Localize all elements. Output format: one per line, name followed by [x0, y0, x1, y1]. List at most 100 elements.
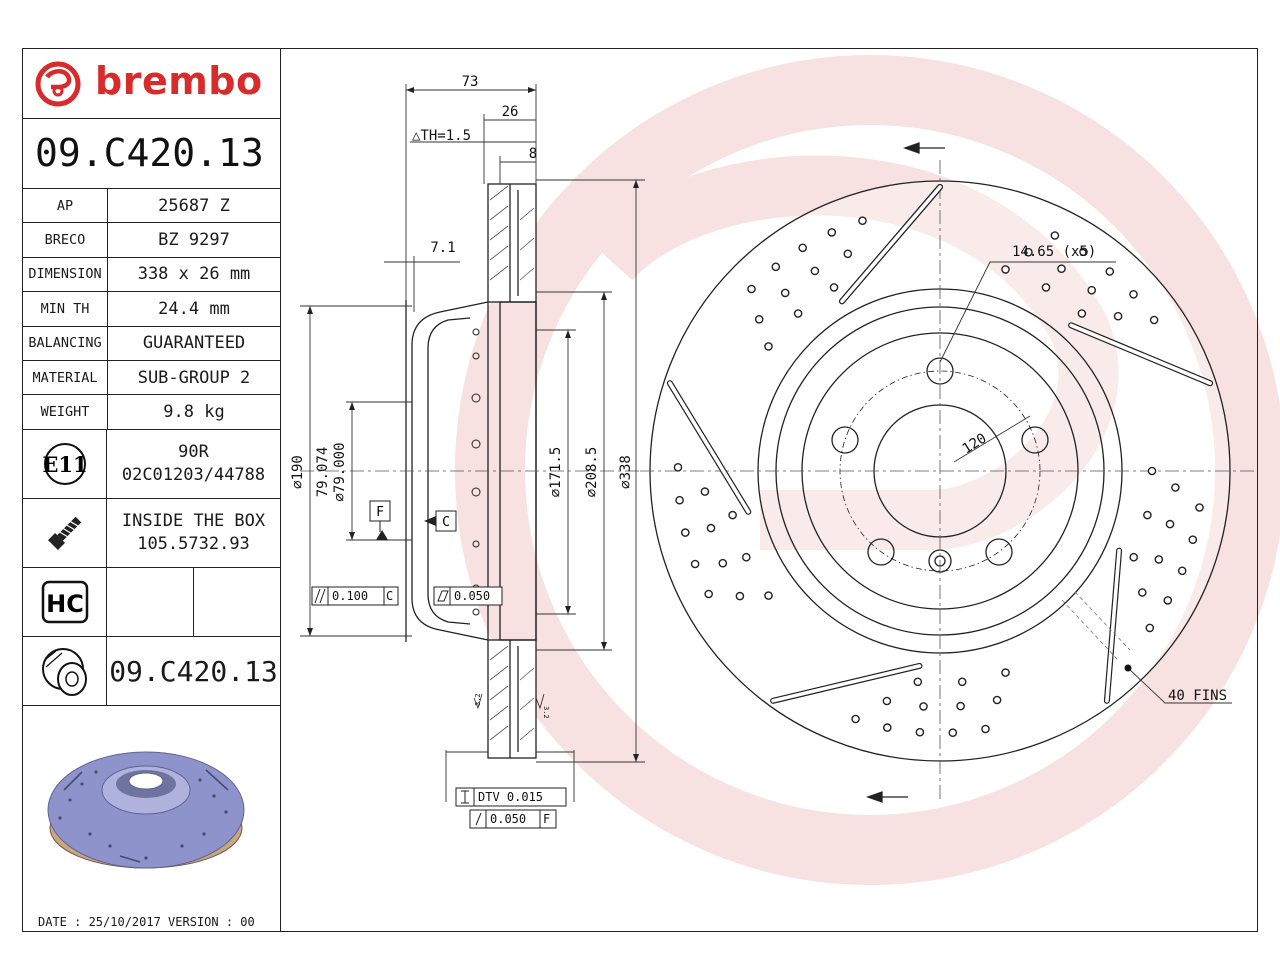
drill-hole: [700, 487, 710, 496]
dim-flange: 7.1: [430, 240, 455, 256]
screw-cell: [23, 499, 107, 567]
screw-code: 105.5732.93: [137, 534, 250, 554]
drill-hole: [1188, 535, 1198, 545]
dtv-frame: DTV 0.015: [455, 787, 567, 807]
drill-hole: [1087, 285, 1096, 295]
svg-text:F: F: [376, 505, 384, 520]
drill-hole: [915, 727, 925, 737]
homologation-text: 90R 02C01203/44788: [107, 430, 280, 498]
slot: [771, 664, 922, 703]
slot: [1105, 548, 1121, 703]
drill-hole: [882, 696, 892, 706]
drill-hole: [764, 591, 773, 600]
homologation-number: 02C01203/44788: [121, 465, 266, 485]
drill-hole: [793, 309, 803, 318]
drill-hole: [1165, 519, 1175, 529]
screw-note: INSIDE THE BOX: [121, 511, 266, 531]
drill-hole: [1171, 483, 1180, 492]
dim-thickness-variation: △TH=1.5: [412, 128, 471, 144]
dim-outer-diameter: ⌀338: [618, 455, 634, 489]
reference-number: 09.C420.13: [109, 654, 278, 688]
part-number: 09.C420.13: [35, 131, 264, 175]
spec-key: WEIGHT: [23, 394, 108, 430]
drill-hole: [957, 677, 967, 687]
spec-value: 9.8 kg: [107, 394, 280, 430]
drill-hole: [780, 288, 790, 298]
lug-hole-bottom-left: [867, 538, 895, 566]
drill-hole: [764, 342, 773, 351]
drill-hole: [956, 701, 965, 711]
drill-hole: [1113, 311, 1123, 321]
runout-frame: 0.050 F: [469, 809, 557, 829]
brand-name: brembo: [95, 59, 263, 103]
spec-key: BRECO: [23, 222, 108, 258]
screw-text: INSIDE THE BOX 105.5732.93: [107, 499, 280, 567]
spec-value: 25687 Z: [107, 189, 280, 224]
homologation-cell: E11: [23, 430, 107, 498]
drill-hole: [858, 216, 867, 225]
drill-hole: [1057, 264, 1066, 274]
drill-holes: [673, 216, 1204, 738]
disc-render: [47, 751, 245, 869]
drill-hole: [690, 559, 700, 569]
lug-hole-top: [926, 357, 954, 385]
brand-row: brembo: [23, 49, 280, 119]
svg-text:E11: E11: [42, 452, 87, 477]
datum-f: F: [369, 500, 391, 532]
drill-hole: [843, 249, 853, 259]
drill-hole: [1138, 588, 1147, 597]
lug-hole-right: [1021, 426, 1049, 454]
drill-hole: [851, 714, 860, 724]
drill-hole: [1050, 231, 1060, 240]
screw-icon: [47, 516, 81, 550]
lug-hole-bottom-right: [985, 538, 1013, 566]
drill-hole: [919, 702, 928, 711]
svg-text:0.050: 0.050: [454, 589, 490, 603]
drill-hole: [1154, 555, 1164, 564]
section-hatching: [489, 185, 535, 741]
drill-hole: [992, 695, 1002, 705]
spec-value: 338 x 26 mm: [107, 257, 280, 293]
drill-hole: [771, 262, 781, 272]
svg-text:0.100: 0.100: [332, 589, 368, 603]
drill-hole: [827, 228, 837, 237]
drill-hole: [829, 283, 839, 292]
drill-hole: [1077, 309, 1087, 318]
drill-hole: [1177, 566, 1187, 576]
reference-row: 09.C420.13: [23, 637, 280, 706]
dimension-arrows: [307, 87, 639, 762]
dim-hub-diameter: ⌀190: [290, 455, 306, 489]
drill-hole: [673, 462, 683, 472]
spec-value: SUB-GROUP 2: [107, 360, 280, 396]
svg-text:3.2: 3.2: [542, 706, 550, 719]
drill-hole: [718, 558, 728, 568]
drill-hole: [1145, 623, 1155, 633]
drill-hole: [1001, 265, 1010, 274]
drill-hole: [1105, 267, 1115, 276]
dim-inner-friction-diameter: ⌀208.5: [584, 447, 600, 498]
screw-row: INSIDE THE BOX 105.5732.93: [23, 499, 280, 568]
hc-row: HC: [23, 568, 280, 637]
dimension-texts: 73 26 △TH=1.5 8 7.1 ⌀338 ⌀208.5 ⌀171.5 ⌀…: [290, 74, 634, 502]
hc-badge-icon: HC: [41, 580, 88, 624]
flatness-frame: 0.050: [433, 586, 503, 606]
datum-c: C: [424, 510, 457, 532]
spec-value: GUARANTEED: [107, 326, 280, 361]
svg-text:HC: HC: [46, 590, 84, 618]
drill-hole: [1024, 247, 1033, 257]
svg-text:DTV 0.015: DTV 0.015: [478, 790, 543, 804]
drill-hole: [1149, 315, 1159, 325]
fins-label: 40 FINS: [1168, 688, 1227, 704]
spec-key: MATERIAL: [23, 360, 108, 396]
spec-value: BZ 9297: [107, 222, 280, 258]
lug-hole-left: [831, 426, 859, 454]
drill-hole: [913, 677, 923, 687]
drill-hole: [810, 266, 820, 276]
drill-hole: [747, 284, 756, 294]
